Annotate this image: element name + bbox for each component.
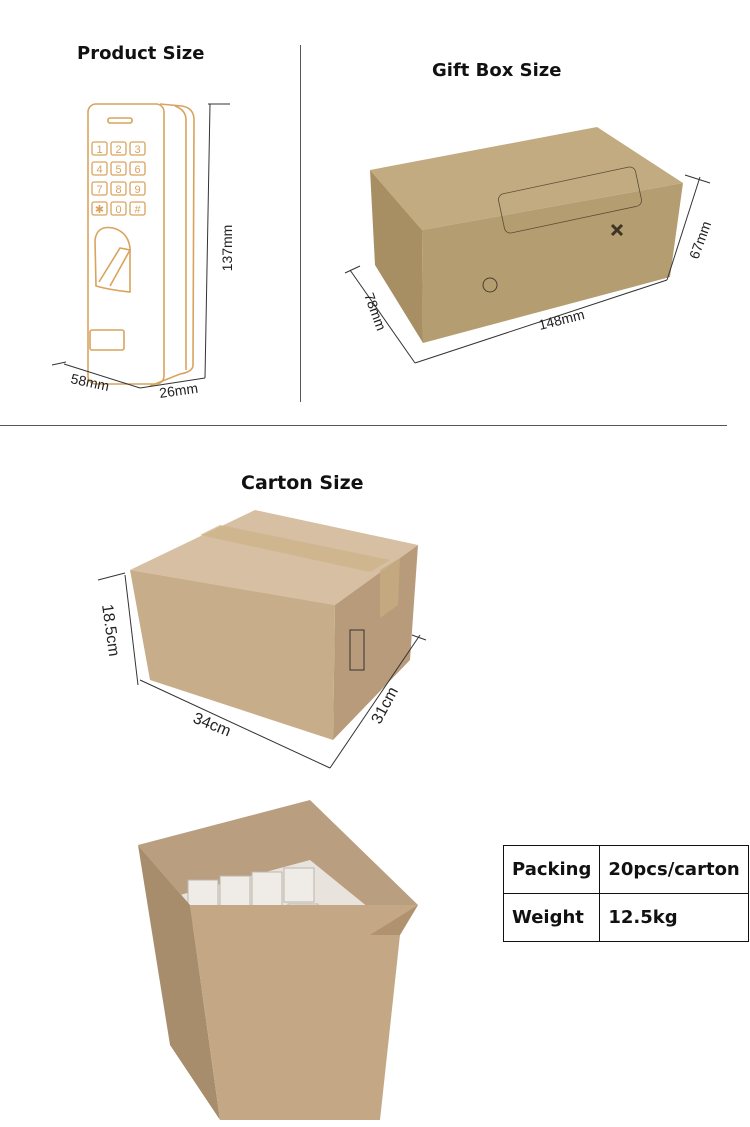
product-height-label: 137mm	[219, 225, 235, 272]
product-size-title: Product Size	[77, 43, 205, 64]
fingerprint-sensor	[94, 226, 131, 293]
keypad-key-label: #	[134, 204, 141, 216]
keypad-key-label: 4	[96, 164, 102, 176]
carton-height-label: 18.5cm	[98, 603, 122, 657]
keypad-key-label: 0	[115, 204, 121, 216]
product-side-outline	[149, 103, 195, 387]
spec-value: 12.5kg	[599, 893, 749, 942]
gift-box-height-label: 67mm	[686, 219, 714, 261]
packed-gift-box	[219, 875, 251, 911]
keypad-key	[129, 141, 146, 156]
table-row: Packing 20pcs/carton	[502, 845, 749, 894]
table-row: Weight 12.5kg	[502, 893, 749, 942]
gift-box-size-title: Gift Box Size	[432, 60, 562, 81]
keypad-key	[110, 181, 127, 196]
spec-value: 20pcs/carton	[599, 845, 749, 894]
keypad-key-label: 8	[115, 184, 121, 196]
keypad-key-label: 6	[134, 164, 140, 176]
spec-label: Packing	[502, 845, 601, 894]
keypad-key-label: 9	[134, 184, 140, 196]
packing-spec-table: Packing 20pcs/carton Weight 12.5kg	[502, 845, 749, 942]
keypad-key-label: 7	[96, 184, 102, 196]
product-drawing: 1 2 3 4 5 6 7 8 9 ✱ 0 # 137mm 58mm 26mm	[51, 103, 235, 401]
product-depth-label: 26mm	[158, 380, 199, 401]
keypad-key	[129, 201, 146, 216]
keypad-key	[91, 201, 108, 216]
spec-label: Weight	[502, 893, 601, 942]
packed-gift-box	[283, 867, 315, 903]
horizontal-divider	[0, 425, 727, 426]
keypad-key	[91, 161, 108, 176]
keypad-key	[91, 181, 108, 196]
carton-length-label: 34cm	[191, 710, 234, 740]
carton-image: 18.5cm 34cm 31cm	[97, 510, 427, 769]
gift-box-image: 148mm 78mm 67mm	[344, 127, 714, 364]
carton-size-title: Carton Size	[241, 472, 364, 494]
keypad-key-label: 3	[134, 144, 140, 156]
keypad-key-label: 5	[115, 164, 121, 176]
keypad-key	[91, 141, 108, 156]
gift-box-width-label: 78mm	[361, 291, 389, 333]
keypad-key-label: ✱	[95, 204, 104, 216]
keypad-key-label: 1	[96, 144, 102, 156]
keypad-key	[110, 161, 127, 176]
vertical-divider	[300, 45, 301, 402]
keypad-key-label: 2	[115, 144, 121, 156]
product-width-label: 58mm	[69, 370, 110, 394]
keypad-key	[129, 181, 146, 196]
packed-gift-box	[251, 871, 283, 907]
keypad-key	[129, 161, 146, 176]
open-carton-image	[138, 800, 418, 1120]
keypad-key	[110, 201, 127, 216]
keypad-key	[110, 141, 127, 156]
keypad: 1 2 3 4 5 6 7 8 9 ✱ 0 #	[91, 141, 146, 216]
